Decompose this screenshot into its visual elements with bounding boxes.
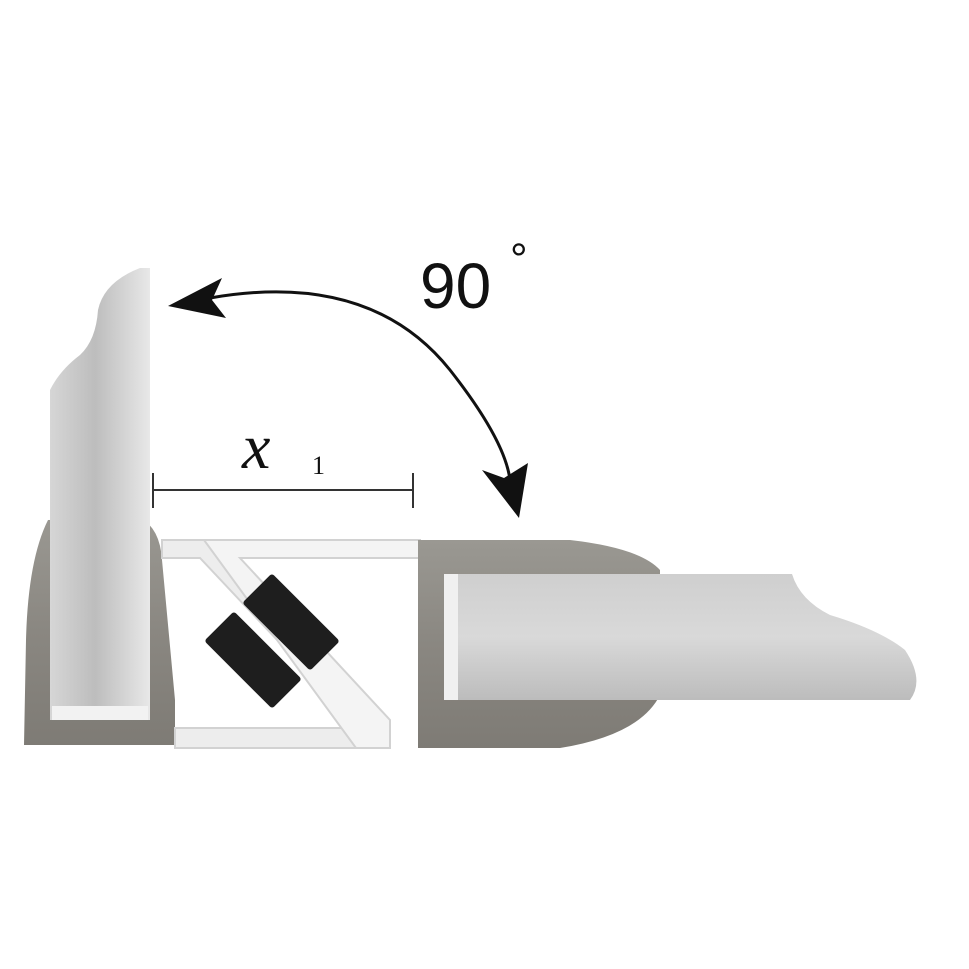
- angle-unit-label: °: [510, 235, 528, 284]
- left-glass-assembly: [24, 268, 175, 745]
- arrowhead-left-icon: [168, 278, 226, 318]
- right-glass-assembly: [418, 540, 917, 748]
- magnetic-seal-strips: [161, 539, 421, 749]
- dimension-subscript: 1: [312, 451, 325, 480]
- angle-label: 90: [420, 250, 491, 322]
- arrowhead-down-icon: [482, 463, 528, 518]
- magnet-upper: [243, 574, 339, 670]
- rotation-arc: [209, 290, 512, 481]
- dimension-variable: x: [241, 411, 270, 482]
- rotation-arc-arrow: 90 °: [168, 235, 528, 518]
- magnet-lower: [205, 612, 301, 708]
- right-glass-edge-highlight: [444, 574, 458, 700]
- left-glass-edge-highlight: [52, 706, 148, 720]
- dimension-x1: x 1: [152, 411, 414, 508]
- right-glass-panel: [444, 574, 917, 700]
- left-glass-panel: [50, 268, 150, 720]
